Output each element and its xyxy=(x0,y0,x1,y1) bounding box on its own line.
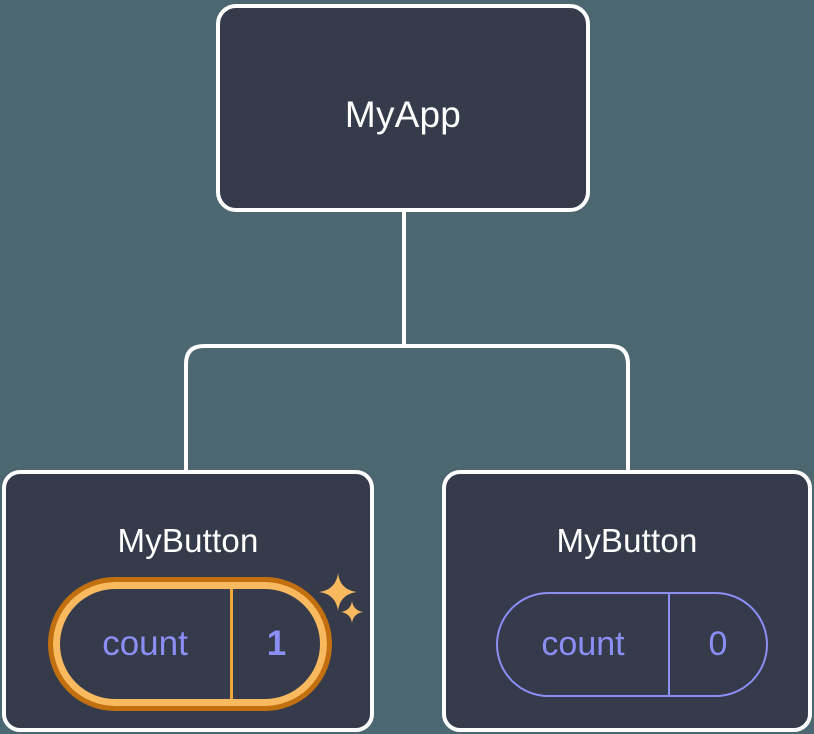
node-mybutton-left[interactable]: MyButton count 1 xyxy=(2,470,374,732)
state-key-left: count xyxy=(60,589,233,699)
node-mybutton-left-label: MyButton xyxy=(117,522,259,559)
node-mybutton-right[interactable]: MyButton count 0 xyxy=(442,470,812,732)
node-mybutton-right-label: MyButton xyxy=(556,522,698,559)
state-key-right: count xyxy=(498,594,670,695)
node-myapp-label: MyApp xyxy=(344,94,462,135)
node-myapp[interactable]: MyApp xyxy=(216,4,590,212)
state-pill-left[interactable]: count 1 xyxy=(48,577,332,711)
edge-branch-bar xyxy=(184,344,630,470)
sparkle-small-icon xyxy=(341,601,363,623)
state-value-right: 0 xyxy=(708,625,728,663)
state-pill-left-inner: count 1 xyxy=(53,582,327,706)
state-pill-right[interactable]: count 0 xyxy=(496,592,768,697)
sparkle-large-icon xyxy=(319,573,357,611)
state-value-left: 1 xyxy=(266,624,287,663)
